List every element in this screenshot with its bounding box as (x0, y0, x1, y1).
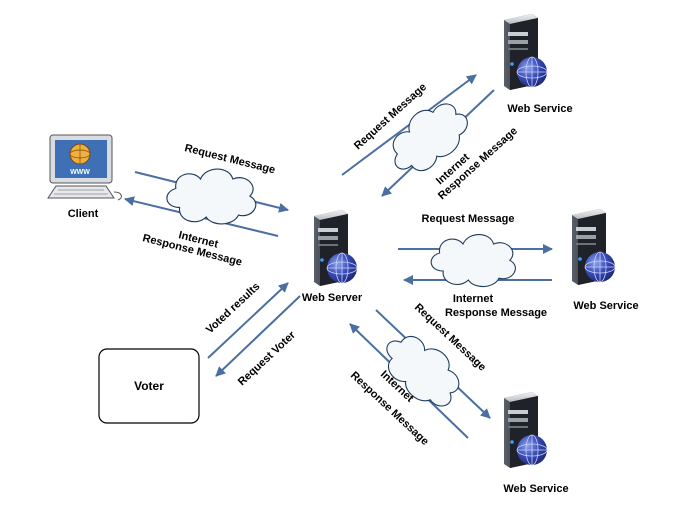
service-middle-request-label: Request Message (422, 213, 515, 225)
web-service-top-node: Web Service (503, 13, 573, 115)
client-link: Request Message Internet Response Messag… (124, 142, 289, 269)
web-service-bottom-label: Web Service (503, 483, 568, 495)
web-service-middle-node: Web Service (571, 208, 639, 312)
web-service-bottom-node: Web Service (503, 391, 569, 495)
web-service-top-icon (503, 13, 548, 91)
voter-results-arrow (207, 282, 289, 359)
client-label: Client (68, 208, 99, 220)
web-service-middle-label: Web Service (573, 300, 638, 312)
voter-link: Voted results Request Voter (204, 280, 301, 389)
voter-request-label: Request Voter (236, 329, 299, 389)
web-server-node: Web Server (302, 209, 363, 304)
voter-results-label: Voted results (204, 280, 263, 336)
voter-request-arrow (215, 295, 301, 377)
client-node: WWW Client (47, 134, 122, 220)
service-top-link: Request Message Internet Response Messag… (341, 74, 520, 202)
service-middle-link: Request Message Internet Response Messag… (398, 213, 553, 319)
client-request-label: Request Message (183, 142, 276, 176)
service-bottom-link: Request Message Internet Response Messag… (348, 301, 491, 448)
web-service-top-label: Web Service (507, 103, 572, 115)
service-middle-internet-cloud (430, 234, 516, 288)
service-middle-internet-label: Internet (453, 293, 494, 305)
www-icon-text: WWW (70, 169, 90, 176)
service-middle-response-label: Response Message (445, 307, 547, 319)
web-service-bottom-icon (503, 391, 548, 469)
web-server-label: Web Server (302, 292, 363, 304)
voter-node: Voter (98, 348, 200, 424)
voter-label: Voter (134, 379, 164, 393)
client-computer-icon: WWW (47, 134, 122, 201)
web-service-middle-icon (571, 208, 616, 286)
client-internet-cloud (166, 168, 257, 225)
voter-box (98, 348, 200, 424)
web-server-icon (313, 209, 358, 287)
